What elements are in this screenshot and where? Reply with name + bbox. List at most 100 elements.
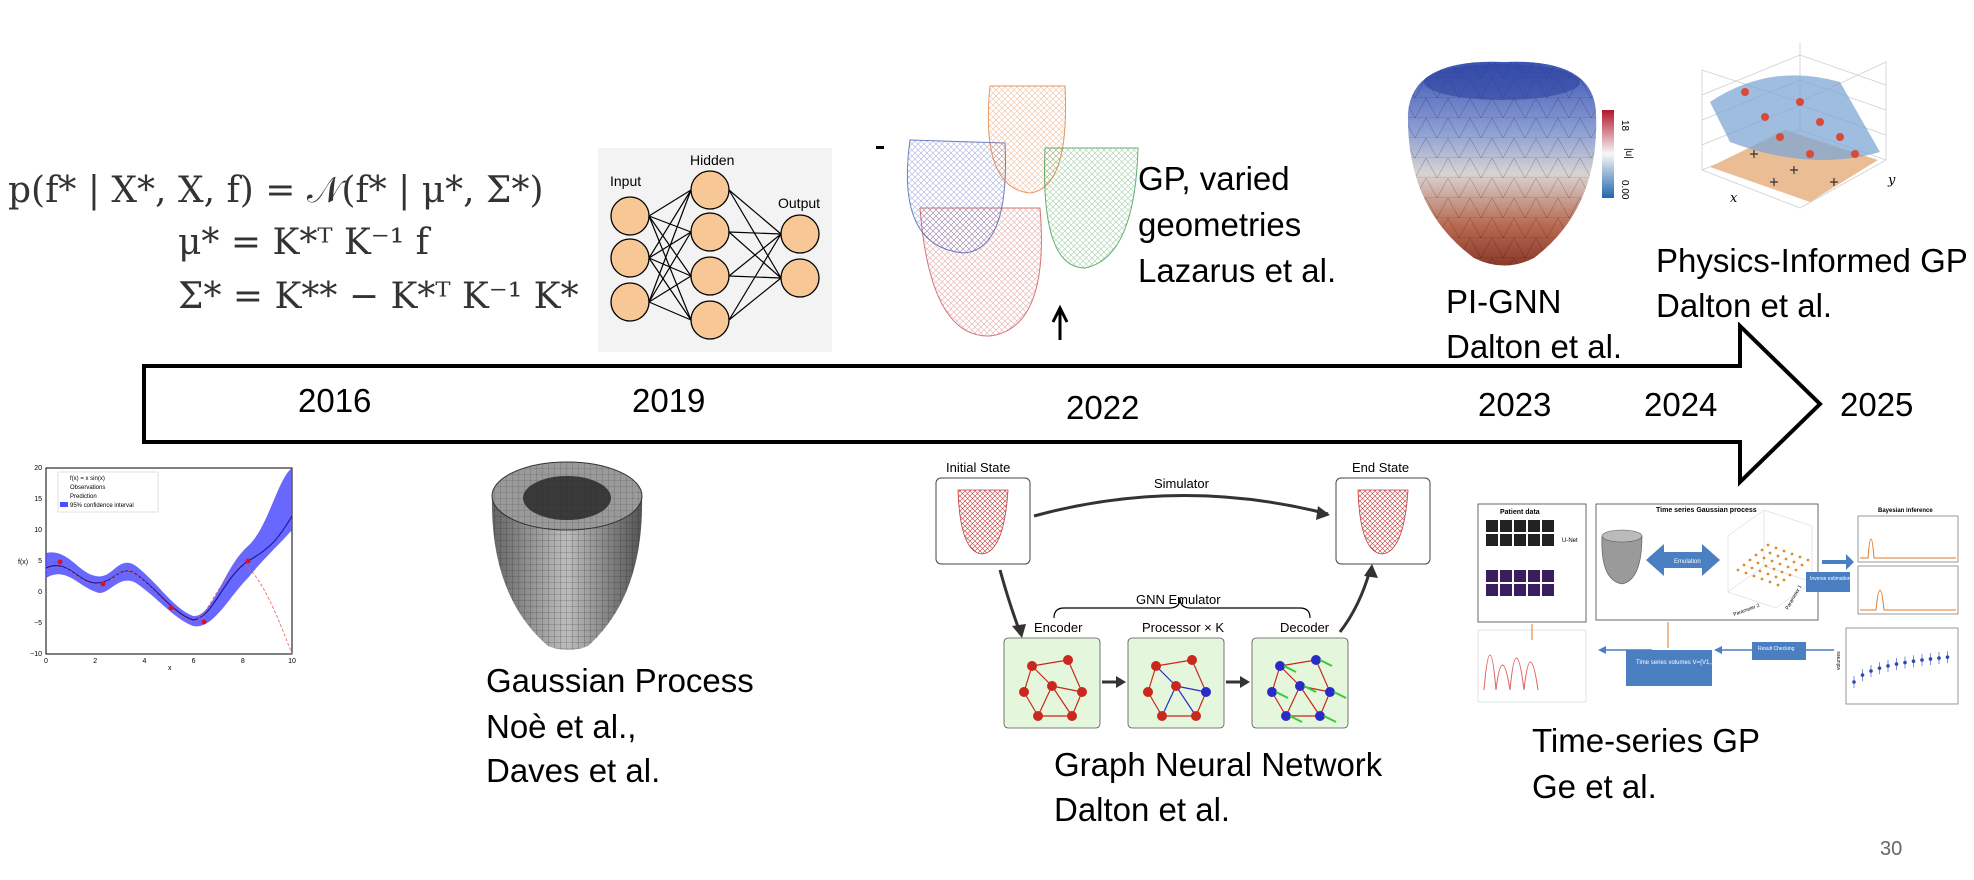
ts-gp-point (1766, 543, 1770, 547)
year-2016: 2016 (298, 382, 372, 419)
ts-gp-point (1794, 568, 1798, 572)
ts-gp-point (1776, 554, 1780, 558)
pignn-label-1: PI-GNN (1446, 283, 1562, 320)
gp-xtick: 2 (93, 658, 97, 665)
gp-2019-label-2: Noè et al., (486, 708, 637, 745)
gnn-graph-edge (1285, 685, 1301, 717)
ts-gp-point (1782, 578, 1786, 582)
mri-tile (1542, 534, 1554, 546)
gnn-graph-node (1295, 681, 1305, 691)
mri-tile (1500, 534, 1512, 546)
gp-equation-2: μ* = K*ᵀ K⁻¹ f (178, 222, 429, 263)
ts-gp-point (1750, 566, 1754, 570)
gp-equation-3: Σ* = K** − K*ᵀ K⁻¹ K* (178, 276, 579, 317)
gp-xtick: 8 (241, 658, 245, 665)
ts-gp-point (1772, 567, 1776, 571)
mri-seg-tile (1514, 584, 1526, 596)
nn-node (690, 170, 730, 210)
nn-edge (728, 233, 782, 277)
gnn-graph-node (1187, 655, 1197, 665)
nn-hidden-label: Hidden (690, 152, 734, 168)
ts-gp-point (1778, 562, 1782, 566)
gp-regression-plot: f(x) = x sin(x) Observations Prediction … (18, 465, 296, 672)
gp-ytick: −10 (30, 651, 42, 658)
nn-node (610, 196, 650, 236)
ts-gp-point (1786, 565, 1790, 569)
gnn-graph-node (1275, 661, 1285, 671)
ts-gp-point (1744, 571, 1748, 575)
gnn-label-2: Dalton et al. (1054, 791, 1231, 828)
nn-input-label: Input (610, 173, 641, 189)
gnn-graph-node (1067, 711, 1077, 721)
gnn-velocity-arrow (1283, 665, 1297, 673)
neural-network-diagram: Input Hidden Output (598, 148, 832, 352)
nn-node (690, 212, 730, 252)
gnn-graph-node (1171, 681, 1181, 691)
mri-seg-tile (1528, 584, 1540, 596)
year-2023: 2023 (1478, 386, 1552, 423)
mri-tile (1542, 520, 1554, 532)
mri-seg-tile (1486, 570, 1498, 582)
pignn-cbar-label: |u| (1623, 148, 1634, 159)
gnn-velocity-arrow (1275, 691, 1289, 699)
ts-gp-point (1762, 556, 1766, 560)
mri-seg-tile (1542, 584, 1554, 596)
gp-varied-label-1: GP, varied (1138, 160, 1290, 197)
pignn-label-2: Dalton et al. (1446, 328, 1623, 365)
ts-gp-point (1768, 580, 1772, 584)
gp-legend-3: 95% confidence interval (70, 503, 134, 509)
year-2025: 2025 (1840, 386, 1914, 423)
ts-gp-point (1754, 553, 1758, 557)
nn-edge (728, 189, 782, 279)
pigp-label-1: Physics-Informed GP (1656, 242, 1968, 279)
gnn-graph-edge (1051, 685, 1083, 693)
nn-edge (728, 231, 782, 235)
nn-node (690, 300, 730, 340)
timeline-arrow (142, 322, 1823, 487)
gnn-graph-node (1143, 687, 1153, 697)
nn-node (690, 256, 730, 296)
year-2022: 2022 (1066, 389, 1140, 426)
gp-2019-label-1: Gaussian Process (486, 662, 754, 699)
nn-edge (648, 189, 692, 217)
ts-gp-point (1798, 555, 1802, 559)
gp-ytick: 10 (34, 527, 42, 534)
gp-ytick: 5 (38, 558, 42, 565)
mri-tile (1486, 534, 1498, 546)
gnn-graph-node (1077, 687, 1087, 697)
ts-inverse: Inverse estimation (1810, 576, 1851, 582)
ts-gp-point (1770, 559, 1774, 563)
nn-node (780, 214, 820, 254)
mri-tile (1528, 534, 1540, 546)
ts-gp-point (1784, 557, 1788, 561)
year-2024: 2024 (1644, 386, 1718, 423)
nn-node (610, 238, 650, 278)
page-number: 30 (1880, 838, 1903, 860)
gnn-graph-edge (1315, 659, 1331, 693)
ts-gp-point (1780, 570, 1784, 574)
nn-edge (648, 189, 692, 303)
mri-seg-tile (1500, 570, 1512, 582)
ts-gp-point (1756, 561, 1760, 565)
nn-output-label: Output (778, 195, 820, 211)
ts-gp-point (1764, 564, 1768, 568)
gnn-velocity-arrow (1303, 685, 1317, 693)
gp-varied-label-2: geometries (1138, 206, 1302, 243)
gnn-graph-node (1281, 711, 1291, 721)
mri-tile (1514, 534, 1526, 546)
pigp-3d-plot: x y (1701, 42, 1896, 209)
ts-label-1: Time-series GP (1532, 722, 1760, 759)
ts-bayes: Bayesian inference (1878, 508, 1933, 514)
gnn-velocity-arrow (1319, 659, 1333, 667)
gp-ytick: 15 (34, 496, 42, 503)
ts-gp-point (1742, 563, 1746, 567)
gp-ytick: 0 (38, 589, 42, 596)
pigp-y-label: y (1887, 173, 1896, 188)
gnn-label-1: Graph Neural Network (1054, 746, 1383, 783)
gnn-graph-node (1019, 687, 1029, 697)
gnn-graph-edge (1031, 659, 1069, 667)
gnn-decoder-label: Decoder (1280, 620, 1330, 635)
gnn-initial-label: Initial State (946, 460, 1010, 475)
gnn-graph-edge (1037, 685, 1053, 717)
ts-gp-point (1768, 551, 1772, 555)
